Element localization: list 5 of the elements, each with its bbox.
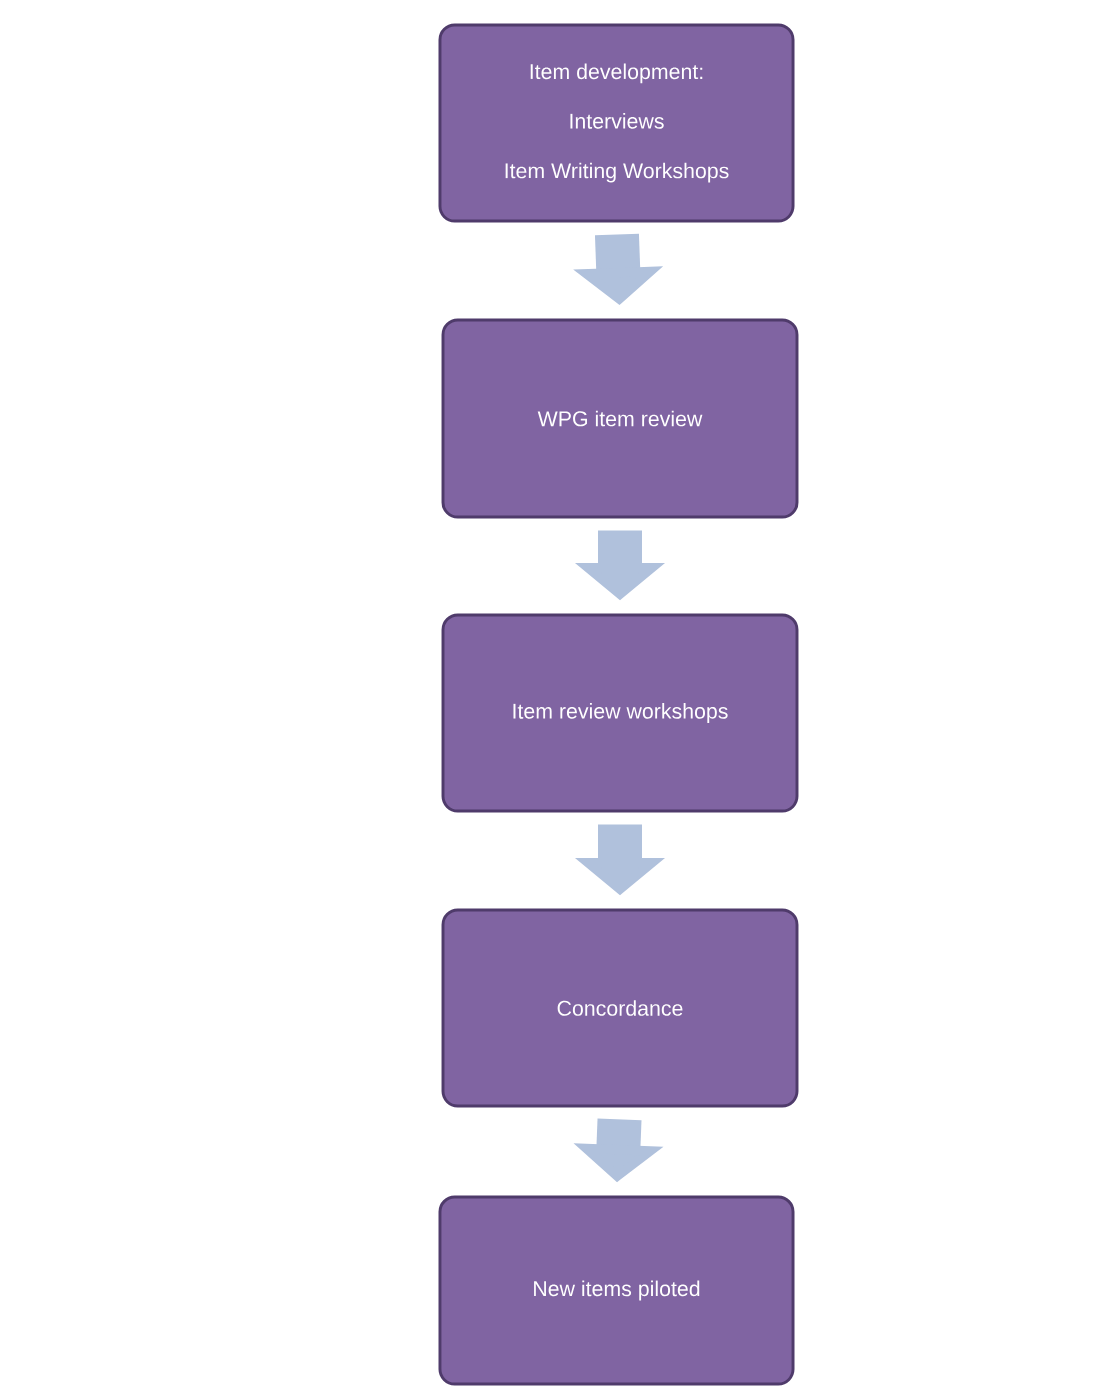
process-box: New items piloted [438,1195,795,1386]
process-box: Item review workshops [441,613,799,813]
process-box: WPG item review [441,318,799,519]
process-box: Item development: Interviews Item Writing Workshops [438,23,795,223]
process-box: Concordance [441,908,799,1108]
